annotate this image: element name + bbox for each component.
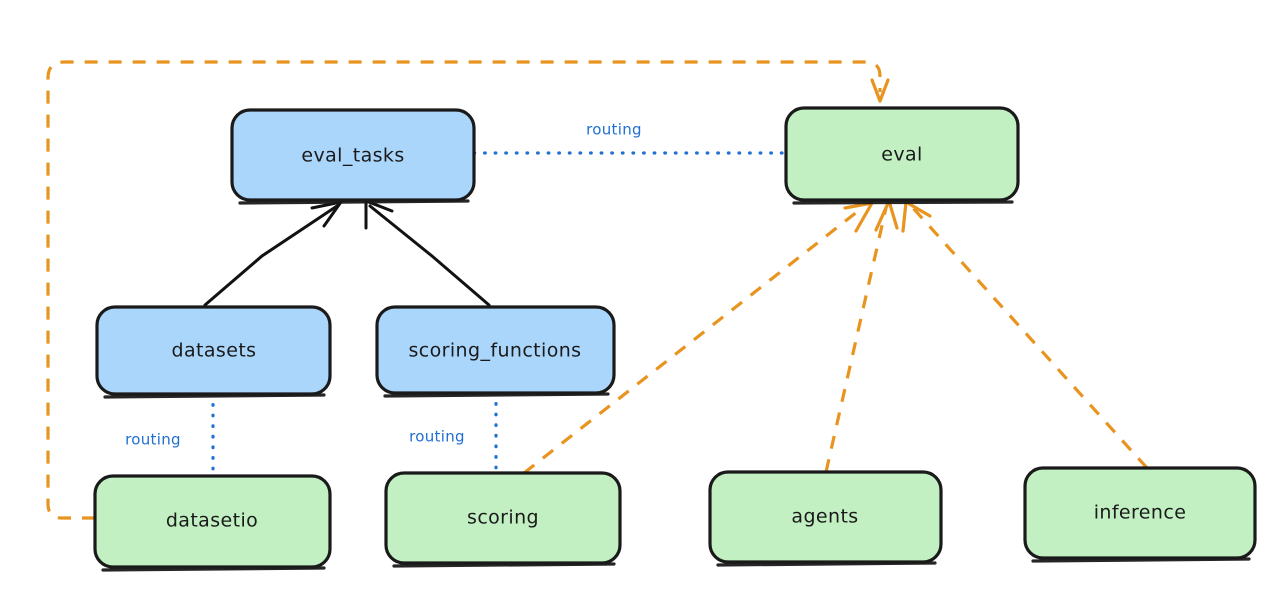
node-agents-shape[interactable] <box>708 470 943 564</box>
edge-scoring_functions-eval_tasks <box>364 199 491 307</box>
edge-label-routing-scoring: routing <box>409 428 465 446</box>
node-agents[interactable]: agents <box>708 470 943 567</box>
edge-agents-eval <box>824 199 899 473</box>
edge-datasets-eval_tasks <box>203 200 343 307</box>
node-scoring[interactable]: scoring <box>384 471 622 568</box>
node-datasets-label: datasets <box>172 340 257 362</box>
node-eval-shape[interactable] <box>784 106 1020 202</box>
node-datasetio-shape[interactable] <box>93 474 332 569</box>
node-datasetio-label: datasetio <box>166 510 258 532</box>
node-scoring-label: scoring <box>467 507 539 529</box>
edge-label-routing-datasetio: routing <box>125 431 181 449</box>
node-scoring-functions-label: scoring_functions <box>409 340 582 362</box>
node-scoring-shape[interactable] <box>384 471 622 565</box>
edges-layer <box>46 60 1149 520</box>
edge-labels-layer: routing routing routing <box>125 121 642 449</box>
node-inference-label: inference <box>1094 502 1187 524</box>
node-datasetio[interactable]: datasetio <box>93 474 332 572</box>
nodes-layer: eval_tasks eval datasets scoring_functio… <box>93 106 1257 572</box>
node-eval-tasks[interactable]: eval_tasks <box>230 108 476 205</box>
node-inference-shape[interactable] <box>1023 466 1257 560</box>
node-eval[interactable]: eval <box>784 106 1020 205</box>
edge-inference-eval <box>901 200 1149 470</box>
node-eval-tasks-shape[interactable] <box>230 108 476 202</box>
edge-datasetio-eval <box>46 60 890 520</box>
node-datasets[interactable]: datasets <box>95 305 332 399</box>
node-eval-tasks-label: eval_tasks <box>301 145 404 167</box>
node-agents-label: agents <box>791 506 858 528</box>
node-scoring-functions-shape[interactable] <box>375 305 616 395</box>
edge-label-routing-eval: routing <box>586 121 642 139</box>
node-inference[interactable]: inference <box>1023 466 1257 563</box>
node-scoring-functions[interactable]: scoring_functions <box>375 305 616 398</box>
node-eval-label: eval <box>881 144 922 166</box>
node-datasets-shape[interactable] <box>95 305 332 396</box>
